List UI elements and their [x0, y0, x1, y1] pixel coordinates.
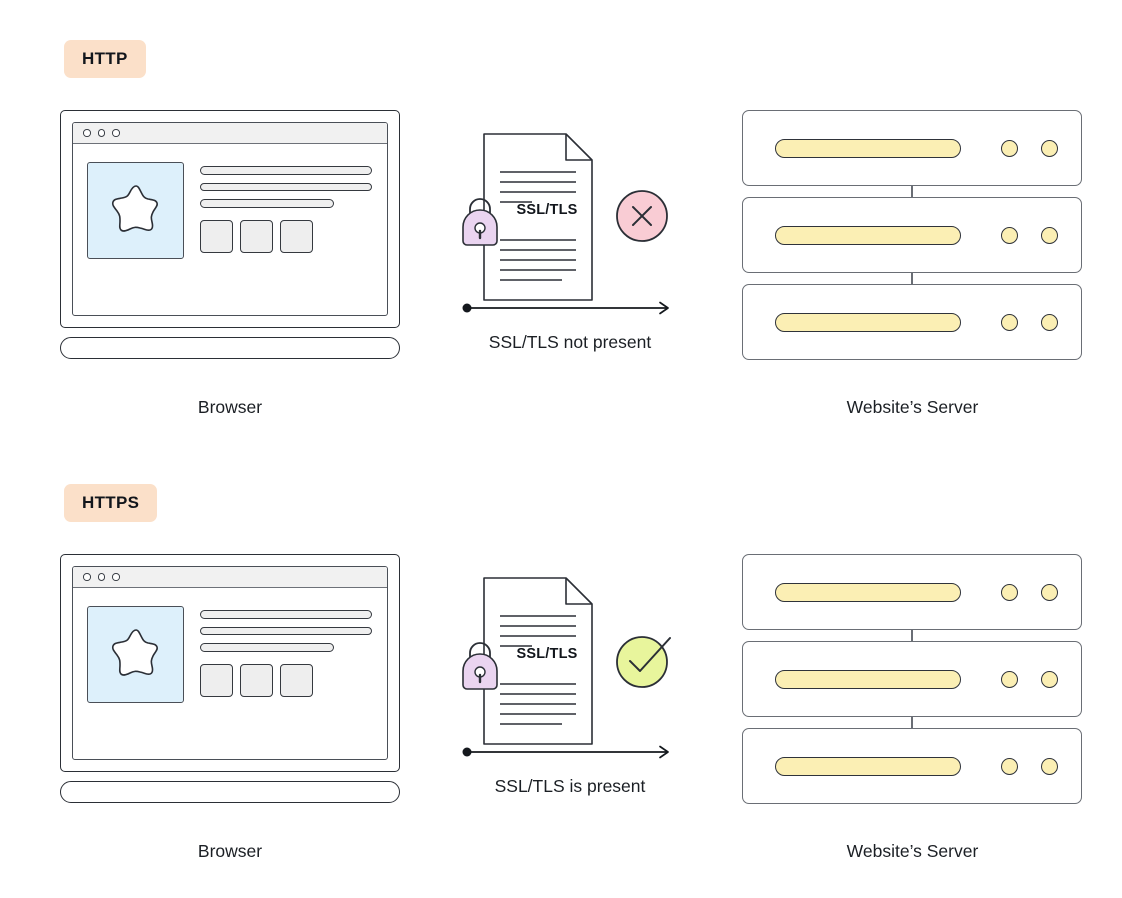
text-lines-group	[200, 606, 372, 759]
server-led-group	[1001, 139, 1058, 157]
server-led-icon	[1041, 313, 1058, 331]
star-icon	[111, 184, 158, 232]
server-led-icon	[1001, 313, 1018, 331]
browser-titlebar	[73, 123, 387, 144]
rack-connector	[911, 186, 913, 197]
document-icon	[483, 577, 593, 745]
content-tile	[280, 219, 313, 253]
server-led-group	[1001, 583, 1058, 601]
hero-image-placeholder	[87, 606, 184, 703]
server-bar	[775, 138, 961, 158]
window-dot-icon	[97, 573, 105, 581]
section-https: HTTPS	[0, 444, 1122, 884]
window-dot-icon	[112, 129, 120, 137]
server-led-group	[1001, 757, 1058, 775]
document-row: SSL/TLS	[440, 554, 700, 754]
server-unit	[742, 641, 1082, 717]
protocol-badge-http: HTTP	[64, 40, 146, 78]
server-bar	[775, 669, 961, 689]
server-bar	[775, 312, 961, 332]
browser-screen	[72, 122, 388, 316]
laptop-body	[60, 554, 400, 772]
server-led-icon	[1001, 226, 1018, 244]
cross-circle-icon	[616, 190, 668, 242]
browser-screen	[72, 566, 388, 760]
rack-connector	[911, 273, 913, 284]
text-line	[200, 610, 372, 619]
server-bar	[775, 225, 961, 245]
server-led-group	[1001, 313, 1058, 331]
text-line	[200, 643, 335, 652]
content-tile	[280, 663, 313, 697]
browser-titlebar	[73, 567, 387, 588]
browser-content	[73, 144, 387, 315]
server-rack-https	[742, 554, 1082, 804]
server-led-icon	[1041, 139, 1058, 157]
text-line	[200, 166, 372, 175]
server-caption: Website’s Server	[846, 397, 979, 417]
server-led-group	[1001, 670, 1058, 688]
text-lines-group	[200, 162, 372, 315]
transfer-arrow-icon	[462, 301, 669, 315]
section-http: HTTP	[0, 0, 1122, 440]
server-bar	[775, 756, 961, 776]
content-tile	[200, 219, 233, 253]
laptop-body	[60, 110, 400, 328]
server-unit	[742, 110, 1082, 186]
transfer-arrow-icon	[462, 745, 669, 759]
window-dot-icon	[83, 129, 91, 137]
window-dot-icon	[97, 129, 105, 137]
server-led-icon	[1001, 670, 1018, 688]
server-caption: Website’s Server	[846, 841, 979, 861]
browser-caption: Browser	[197, 397, 263, 417]
window-dot-icon	[83, 573, 91, 581]
server-unit	[742, 284, 1082, 360]
tile-group	[200, 219, 372, 253]
server-bar	[775, 582, 961, 602]
padlock-icon	[462, 642, 498, 690]
content-tile	[200, 663, 233, 697]
server-led-icon	[1001, 583, 1018, 601]
server-led-icon	[1041, 757, 1058, 775]
server-led-icon	[1041, 583, 1058, 601]
browser-caption: Browser	[197, 841, 263, 861]
server-unit	[742, 197, 1082, 273]
document-row: SSL/TLS	[440, 110, 700, 310]
text-line	[200, 626, 372, 635]
window-dot-icon	[112, 573, 120, 581]
server-led-icon	[1001, 757, 1018, 775]
transfer-illustration-https: SSL/TLS SSL/TLS is present	[440, 554, 700, 844]
laptop-base	[60, 781, 400, 803]
text-line	[200, 182, 372, 191]
star-icon	[111, 628, 158, 676]
server-unit	[742, 554, 1082, 630]
server-led-icon	[1041, 670, 1058, 688]
document-icon	[483, 133, 593, 301]
transfer-caption: SSL/TLS is present	[494, 776, 646, 796]
rack-connector	[911, 717, 913, 728]
server-rack-http	[742, 110, 1082, 360]
protocol-badge-https: HTTPS	[64, 484, 158, 522]
padlock-icon	[462, 198, 498, 246]
laptop-base	[60, 337, 400, 359]
transfer-caption: SSL/TLS not present	[488, 332, 652, 352]
content-tile	[240, 219, 273, 253]
hero-image-placeholder	[87, 162, 184, 259]
content-tile	[240, 663, 273, 697]
server-led-group	[1001, 226, 1058, 244]
text-line	[200, 199, 335, 208]
browser-content	[73, 588, 387, 759]
server-led-icon	[1001, 139, 1018, 157]
check-circle-icon	[616, 636, 671, 688]
browser-illustration-https	[60, 554, 400, 803]
transfer-illustration-http: SSL/TLS SSL/TLS not present	[440, 110, 700, 400]
browser-illustration-http	[60, 110, 400, 359]
server-led-icon	[1041, 226, 1058, 244]
rack-connector	[911, 630, 913, 641]
server-unit	[742, 728, 1082, 804]
tile-group	[200, 663, 372, 697]
